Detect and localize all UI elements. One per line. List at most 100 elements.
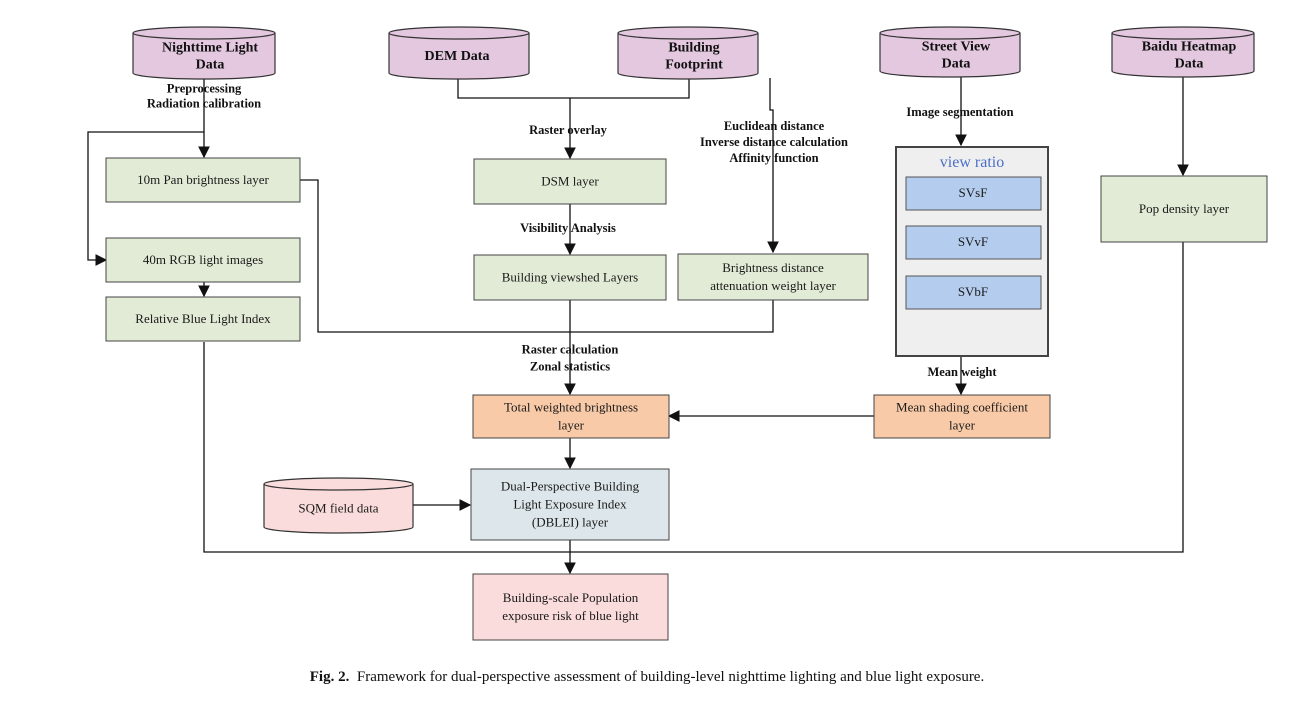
process-dsm-label-line-0: DSM layer	[541, 173, 599, 188]
cylinder-top	[1111, 26, 1255, 40]
process-pan: 10m Pan brightness layer	[105, 157, 301, 203]
edge-label-preprocessing-line-1: Radiation calibration	[147, 96, 261, 110]
process-viewshed-label-line-0: Building viewshed Layers	[502, 269, 638, 284]
database-bf-label-line-1: Footprint	[665, 58, 723, 73]
process-dblei-label-line-2: (DBLEI) layer	[532, 514, 609, 529]
database-baidu-label-line-1: Data	[1175, 57, 1204, 72]
process-msc: Mean shading coefficient layer	[873, 394, 1051, 439]
edge-label-euclidean-line-0: Euclidean distance	[724, 119, 825, 133]
database-bf-label-line-0: Building	[668, 41, 719, 56]
factor-label: SVvF	[958, 234, 988, 249]
process-rbli-label-line-0: Relative Blue Light Index	[135, 311, 271, 326]
edge-label-mean-weight: Mean weight	[927, 365, 997, 379]
process-msc-label-line-0: Mean shading coefficient	[896, 399, 1028, 414]
database-sqm: SQM field data	[263, 477, 414, 534]
edge-label-visibility-line-0: Visibility Analysis	[520, 221, 616, 235]
process-dblei-label-line-0: Dual-Perspective Building	[501, 478, 640, 493]
edge-label-raster-calc-line-1: Zonal statistics	[530, 359, 610, 373]
factor-box	[905, 225, 1042, 260]
edge-bf-bdaw	[767, 78, 779, 254]
edge-label-preprocessing-line-0: Preprocessing	[167, 81, 242, 95]
database-sv-label-line-0: Street View	[922, 40, 991, 55]
process-viewshed-box	[473, 254, 667, 301]
cylinder-body	[879, 33, 1021, 78]
process-pop-label-line-0: Pop density layer	[1139, 201, 1230, 216]
database-sv-label-line-1: Data	[942, 57, 971, 72]
database-ntl-label-line-1: Data	[196, 58, 225, 73]
view-ratio-title: view ratio	[940, 154, 1004, 171]
edge-ntl-rgb	[87, 131, 204, 266]
factor-box	[905, 176, 1042, 211]
edge-pan-merge	[300, 179, 774, 333]
edge-label-image-segmentation-line-0: Image segmentation	[906, 105, 1013, 119]
processes: 10m Pan brightness layer 40m RGB light im…	[105, 157, 1268, 641]
process-final-label-line-1: exposure risk of blue light	[502, 608, 639, 623]
database-sqm-label-line-0: SQM field data	[298, 500, 378, 515]
edge-label-raster-calc-line-0: Raster calculation	[522, 342, 619, 356]
process-msc-label-line-1: layer	[949, 417, 976, 432]
process-bdaw: Brightness distance attenuation weight la…	[677, 253, 869, 301]
factor-svbf: SVbF	[905, 275, 1042, 310]
process-pan-box	[105, 157, 301, 203]
process-bdaw-label-line-1: attenuation weight layer	[710, 278, 836, 293]
process-final-label-line-0: Building-scale Population	[503, 590, 639, 605]
edge-label-image-segmentation: Image segmentation	[906, 105, 1013, 119]
process-twb-label-line-1: layer	[558, 417, 585, 432]
cylinder-body	[388, 33, 530, 80]
cylinder-body	[132, 33, 276, 80]
figure-caption: Fig. 2. Framework for dual-perspective a…	[0, 669, 1294, 686]
process-pop-box	[1100, 175, 1268, 243]
cylinder-top	[263, 477, 414, 491]
cylinder-body	[263, 484, 414, 534]
process-twb: Total weighted brightness layer	[472, 394, 670, 439]
edge-label-visibility: Visibility Analysis	[520, 221, 616, 235]
process-dsm-box	[473, 158, 667, 205]
edge-label-euclidean-line-2: Affinity function	[729, 151, 818, 165]
factor-label: SVbF	[958, 284, 988, 299]
edge-dem-join	[457, 78, 690, 99]
process-rbli-box	[105, 296, 301, 342]
factor-box	[905, 275, 1042, 310]
view-ratio-panel: view ratio SVsF SVvF SVbF	[895, 146, 1049, 357]
process-dblei-label-line-1: Light Exposure Index	[513, 496, 627, 511]
process-pan-label-line-0: 10m Pan brightness layer	[137, 172, 269, 187]
cylinder-body	[1111, 33, 1255, 78]
edge-label-euclidean-line-1: Inverse distance calculation	[700, 135, 848, 149]
process-bdaw-label-line-0: Brightness distance	[722, 260, 824, 275]
process-twb-label-line-0: Total weighted brightness	[504, 399, 638, 414]
edge-label-raster-overlay: Raster overlay	[529, 123, 608, 137]
process-final: Building-scale Population exposure risk o…	[472, 573, 669, 641]
connectors	[87, 75, 1189, 575]
cylinder-top	[388, 26, 530, 40]
process-rgb-label-line-0: 40m RGB light images	[143, 252, 263, 267]
view-ratio-factors: SVsF SVvF SVbF	[905, 176, 1042, 310]
factor-label: SVsF	[959, 185, 988, 200]
cylinder-top	[132, 26, 276, 40]
caption-text: Framework for dual-perspective assessmen…	[356, 669, 985, 685]
process-final-box	[472, 573, 669, 641]
edge-label-mean-weight-line-0: Mean weight	[927, 365, 997, 379]
database-dem: DEM Data	[388, 26, 530, 80]
caption-label: Fig. 2.	[309, 669, 350, 685]
database-baidu-label-line-0: Baidu Heatmap	[1142, 40, 1237, 55]
database-dem-label-line-0: DEM Data	[425, 49, 490, 64]
process-dsm: DSM layer	[473, 158, 667, 205]
database-ntl-label-line-0: Nighttime Light	[162, 41, 258, 56]
edge-label-raster-overlay-line-0: Raster overlay	[529, 123, 608, 137]
process-viewshed: Building viewshed Layers	[473, 254, 667, 301]
edge-rbli-merge	[203, 242, 1184, 553]
cylinder-top	[879, 26, 1021, 40]
process-pop: Pop density layer	[1100, 175, 1268, 243]
process-bdaw-box	[677, 253, 869, 301]
process-rgb-box	[105, 237, 301, 283]
cylinder-top	[617, 26, 759, 40]
process-rgb: 40m RGB light images	[105, 237, 301, 283]
